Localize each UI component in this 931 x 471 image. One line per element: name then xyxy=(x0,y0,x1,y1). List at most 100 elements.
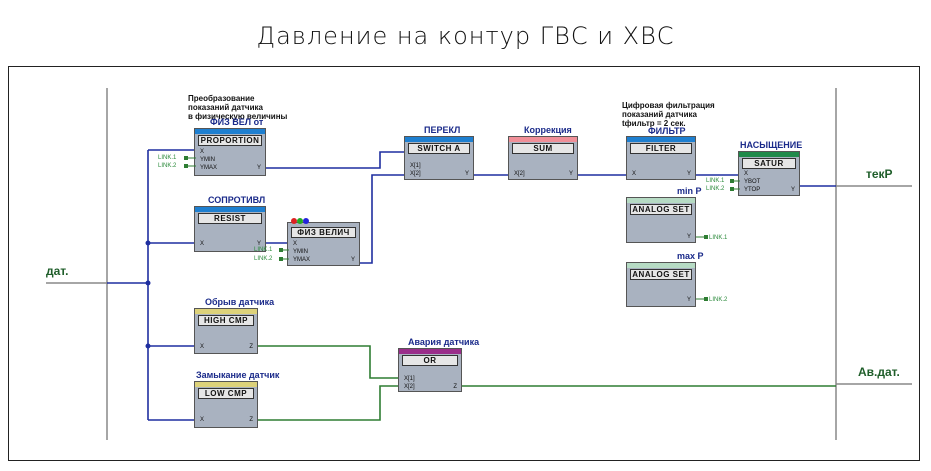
analog-min-name: ANALOG SET xyxy=(630,204,692,215)
analog-max-name: ANALOG SET xyxy=(630,269,692,280)
switch-caption: ПЕРЕКЛ xyxy=(424,125,461,135)
satur-pin-ybot: YBOT xyxy=(744,179,761,185)
proportion-block[interactable]: PROPORTION X YMIN YMAX Y xyxy=(194,128,266,176)
fizvel-pin-ymax: YMAX xyxy=(293,257,311,263)
low-cmp-caption: Замыкание датчик xyxy=(196,370,280,380)
proportion-pin-x: X xyxy=(200,149,205,155)
or-caption: Авария датчика xyxy=(408,337,480,347)
resist-pin-y: Y xyxy=(256,241,261,247)
analog-max-pin-y: Y xyxy=(686,297,691,303)
sum-block[interactable]: SUM X[2] Y xyxy=(508,136,578,180)
fizvel-name: ФИЗ ВЕЛИЧ xyxy=(291,227,356,238)
sum-pin-y: Y xyxy=(568,171,573,177)
high-cmp-name: HIGH CMP xyxy=(198,315,254,326)
blue-wires xyxy=(107,149,836,421)
or-bar xyxy=(399,349,461,354)
green-wires xyxy=(258,345,836,421)
satur-bar xyxy=(739,152,799,157)
proportion-link-terminals xyxy=(184,156,196,168)
sum-pin-x2: X[2] xyxy=(514,171,525,177)
filter-pin-x: X xyxy=(632,171,637,177)
satur-link2: LINK.2 xyxy=(706,186,725,192)
filter-pin-y: Y xyxy=(686,171,691,177)
or-pin-z: Z xyxy=(453,384,457,390)
proportion-pin-ymax: YMAX xyxy=(200,165,218,171)
diagram-title: Давление на контур ГВС и ХВС xyxy=(256,22,675,50)
resist-bar xyxy=(195,207,265,212)
switch-pin-x2: X[2] xyxy=(410,171,421,177)
low-cmp-block[interactable]: LOW CMP X Z xyxy=(194,381,258,428)
analog-max-terminal xyxy=(696,297,708,301)
proportion-link2: LINK.2 xyxy=(158,163,177,169)
switch-pin-x1: X[1] xyxy=(410,163,421,169)
fizvel-color-icon xyxy=(291,218,309,224)
fizvel-pin-x: X xyxy=(293,241,298,247)
output-label-alarm: Ав.дат. xyxy=(858,365,900,379)
fizvel-pin-ymin: YMIN xyxy=(293,249,308,255)
proportion-link1: LINK.1 xyxy=(158,155,177,161)
satur-pin-y: Y xyxy=(790,187,795,193)
resist-caption: СОПРОТИВЛ xyxy=(208,195,266,205)
high-cmp-pin-x: X xyxy=(200,344,205,350)
filter-note: Цифровая фильтрация показаний датчика tф… xyxy=(622,101,715,128)
proportion-note: Преобразование показаний датчика в физич… xyxy=(188,94,288,121)
or-pin-x2: X[2] xyxy=(404,384,415,390)
satur-link1: LINK.1 xyxy=(706,178,725,184)
fizvel-link2: LINK.2 xyxy=(254,256,273,262)
or-name: OR xyxy=(402,355,458,366)
output-label-current: текР xyxy=(866,167,893,181)
blue-junctions xyxy=(145,240,151,349)
high-cmp-caption: Обрыв датчика xyxy=(205,297,275,307)
analog-min-block[interactable]: ANALOG SET Y xyxy=(626,197,696,243)
high-cmp-block[interactable]: HIGH CMP X Z xyxy=(194,308,258,354)
satur-pin-ytop: YTOP xyxy=(744,187,761,193)
switch-name: SWITCH A xyxy=(408,143,470,154)
proportion-pin-y: Y xyxy=(256,165,261,171)
sum-name: SUM xyxy=(512,143,574,154)
or-pin-x1: X[1] xyxy=(404,376,415,382)
resist-block[interactable]: RESIST X Y xyxy=(194,206,266,252)
proportion-bar xyxy=(195,129,265,134)
input-label-sensor: дат. xyxy=(46,264,69,278)
proportion-caption: ФИЗ ВЕЛ от xyxy=(210,117,264,127)
low-cmp-pin-x: X xyxy=(200,417,205,423)
analog-min-pin-y: Y xyxy=(686,234,691,240)
switch-bar xyxy=(405,137,473,142)
switch-pin-y: Y xyxy=(464,171,469,177)
high-cmp-bar xyxy=(195,309,257,314)
satur-pin-x: X xyxy=(744,171,749,177)
or-block[interactable]: OR X[1] X[2] Z xyxy=(398,348,462,392)
analog-min-caption: min P xyxy=(677,186,702,196)
sum-caption: Коррекция xyxy=(524,125,572,135)
low-cmp-bar xyxy=(195,382,257,387)
low-cmp-name: LOW CMP xyxy=(198,388,254,399)
filter-block[interactable]: FILTER X Y xyxy=(626,136,696,180)
analog-max-bar xyxy=(627,263,695,268)
analog-max-link: LINK.2 xyxy=(709,297,728,303)
analog-min-link: LINK.1 xyxy=(709,235,728,241)
filter-bar xyxy=(627,137,695,142)
analog-max-caption: max P xyxy=(677,251,704,261)
resist-pin-x: X xyxy=(200,241,205,247)
proportion-name: PROPORTION xyxy=(198,135,262,146)
satur-block[interactable]: SATUR X YBOT YTOP Y xyxy=(738,151,800,196)
fizvel-block[interactable]: ФИЗ ВЕЛИЧ X YMIN YMAX Y xyxy=(287,218,360,266)
resist-name: RESIST xyxy=(198,213,262,224)
filter-name: FILTER xyxy=(630,143,692,154)
satur-link-terminals xyxy=(730,179,740,191)
high-cmp-pin-z: Z xyxy=(249,344,253,350)
analog-min-terminal xyxy=(696,235,708,239)
switch-block[interactable]: SWITCH A X[1] X[2] Y xyxy=(404,136,474,180)
low-cmp-pin-z: Z xyxy=(249,417,253,423)
satur-caption: НАСЫЩЕНИЕ xyxy=(740,140,803,150)
diagram-frame xyxy=(8,66,920,461)
proportion-pin-ymin: YMIN xyxy=(200,157,215,163)
sum-bar xyxy=(509,137,577,142)
fizvel-link-terminals xyxy=(279,248,289,261)
fizvel-link1: LINK.1 xyxy=(254,247,273,253)
analog-min-bar xyxy=(627,198,695,203)
analog-max-block[interactable]: ANALOG SET Y xyxy=(626,262,696,307)
satur-name: SATUR xyxy=(742,158,796,169)
filter-caption: ФИЛЬТР xyxy=(648,126,686,136)
